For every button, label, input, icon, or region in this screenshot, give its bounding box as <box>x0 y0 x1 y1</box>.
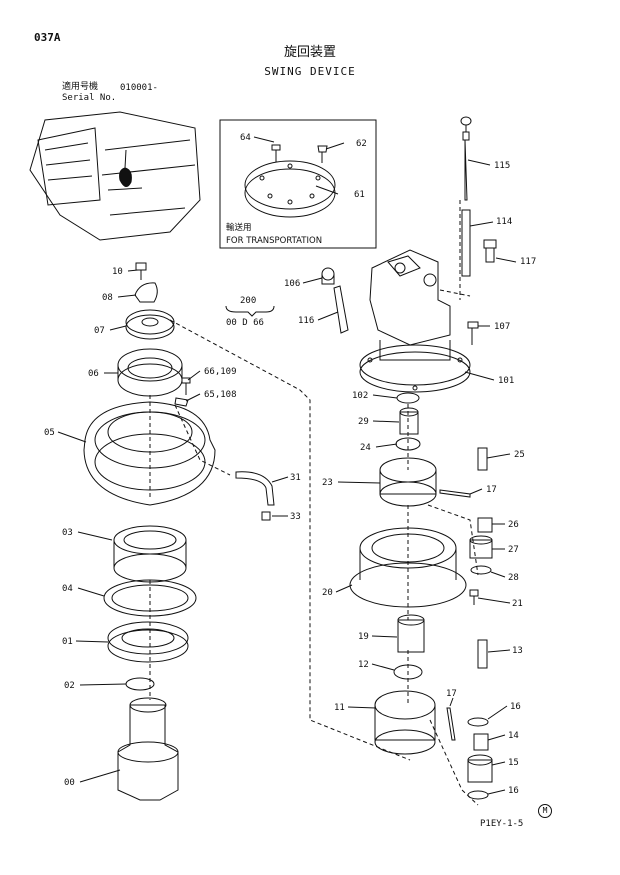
callout-200: 200 <box>240 296 256 306</box>
callout-23: 23 <box>322 478 333 488</box>
callout-106: 106 <box>284 279 300 289</box>
callout-116: 116 <box>298 316 314 326</box>
planet-gear-15 <box>467 754 493 783</box>
pin-13 <box>477 639 488 669</box>
callout-115: 115 <box>494 161 510 171</box>
breather-117 <box>483 239 497 263</box>
callout-16-bottom: 16 <box>508 786 519 796</box>
pin-17-bottom <box>446 707 456 741</box>
leader-lines <box>57 136 517 795</box>
collar-01 <box>107 621 189 663</box>
ring-gear-20 <box>349 527 467 608</box>
pipe-116 <box>333 285 349 334</box>
reference-code: P1EY-1-5 <box>480 819 524 829</box>
sun-gear-29 <box>399 407 419 435</box>
callout-33: 33 <box>290 512 301 522</box>
callout-19: 19 <box>358 632 369 642</box>
dipstick-115 <box>460 116 472 201</box>
callout-14: 14 <box>508 731 519 741</box>
page-code: 037A <box>34 31 61 44</box>
carrier-11 <box>374 690 436 755</box>
washer-16-bottom <box>467 790 489 800</box>
callout-66-109: 66,109 <box>204 367 237 377</box>
seal-plate-07 <box>125 309 175 340</box>
callout-07: 07 <box>94 326 105 336</box>
callout-10: 10 <box>112 267 123 277</box>
ring-102 <box>396 392 420 404</box>
callout-labels: 64 62 61 115 114 117 10 08 07 06 200 00 … <box>44 133 536 796</box>
carrier-23 <box>379 457 437 507</box>
serial-value: 010001- <box>120 83 158 93</box>
pin-25 <box>477 447 488 471</box>
callout-28: 28 <box>508 573 519 583</box>
callout-21: 21 <box>512 599 523 609</box>
bearing-03 <box>113 525 187 583</box>
inset-note-english: FOR TRANSPORTATION <box>226 236 322 246</box>
title-japanese: 旋回装置 <box>283 45 336 60</box>
callout-25: 25 <box>514 450 525 460</box>
plug-33 <box>261 511 271 521</box>
callout-101: 101 <box>498 376 514 386</box>
callout-03: 03 <box>62 528 73 538</box>
sun-gear-19 <box>397 614 425 653</box>
transport-cover-plate <box>244 144 336 218</box>
callout-17-bottom: 17 <box>446 689 457 699</box>
pin-17-top <box>439 489 471 498</box>
serial-label-japanese: 適用号機 <box>62 82 99 92</box>
callout-15: 15 <box>508 758 519 768</box>
callout-26: 26 <box>508 520 519 530</box>
callout-11: 11 <box>334 703 345 713</box>
hose-31 <box>235 471 275 506</box>
assembly-lines <box>149 200 479 806</box>
callout-04: 04 <box>62 584 73 594</box>
callout-117: 117 <box>520 257 536 267</box>
bolt-21 <box>469 589 479 605</box>
tube-114 <box>461 209 471 277</box>
callout-20: 20 <box>322 588 333 598</box>
callout-00: 00 <box>64 778 75 788</box>
callout-12: 12 <box>358 660 369 670</box>
washer-28 <box>470 565 492 575</box>
swing-motor-101 <box>359 249 471 393</box>
callout-65-108: 65,108 <box>204 390 237 400</box>
callout-64: 64 <box>240 133 251 143</box>
bolt-66-109 <box>181 377 191 395</box>
inset-note-japanese: 輸送用 <box>226 222 252 233</box>
planet-gear-26 <box>477 517 493 533</box>
callout-61: 61 <box>354 190 365 200</box>
callout-17-top: 17 <box>486 485 497 495</box>
callout-00d66: 00 D 66 <box>226 318 264 328</box>
gear-106 <box>321 267 335 285</box>
callout-13: 13 <box>512 646 523 656</box>
callout-114: 114 <box>496 217 512 227</box>
bearing-06 <box>117 348 183 397</box>
excavator-sketch <box>29 111 201 241</box>
lock-plate-08 <box>134 282 158 303</box>
callout-102: 102 <box>352 391 368 401</box>
callout-06: 06 <box>88 369 99 379</box>
callout-08: 08 <box>102 293 113 303</box>
group-brace-200 <box>225 305 275 317</box>
washer-65-108 <box>174 397 189 407</box>
title-english: SWING DEVICE <box>264 65 356 78</box>
bolt-107 <box>467 321 479 345</box>
bolt-10 <box>135 262 147 280</box>
callout-05: 05 <box>44 428 55 438</box>
callout-27: 27 <box>508 545 519 555</box>
callout-107: 107 <box>494 322 510 332</box>
callout-24: 24 <box>360 443 371 453</box>
callout-62: 62 <box>356 139 367 149</box>
transportation-inset-box <box>219 119 377 249</box>
callout-29: 29 <box>358 417 369 427</box>
callout-02: 02 <box>64 681 75 691</box>
callout-01: 01 <box>62 637 73 647</box>
callout-31: 31 <box>290 473 301 483</box>
planet-gear-14 <box>473 733 489 751</box>
pinion-shaft-00 <box>117 697 179 801</box>
revision-mark: M <box>538 804 552 818</box>
callout-16-top: 16 <box>510 702 521 712</box>
washer-16-top <box>467 717 489 727</box>
serial-label-english: Serial No. <box>62 93 117 103</box>
